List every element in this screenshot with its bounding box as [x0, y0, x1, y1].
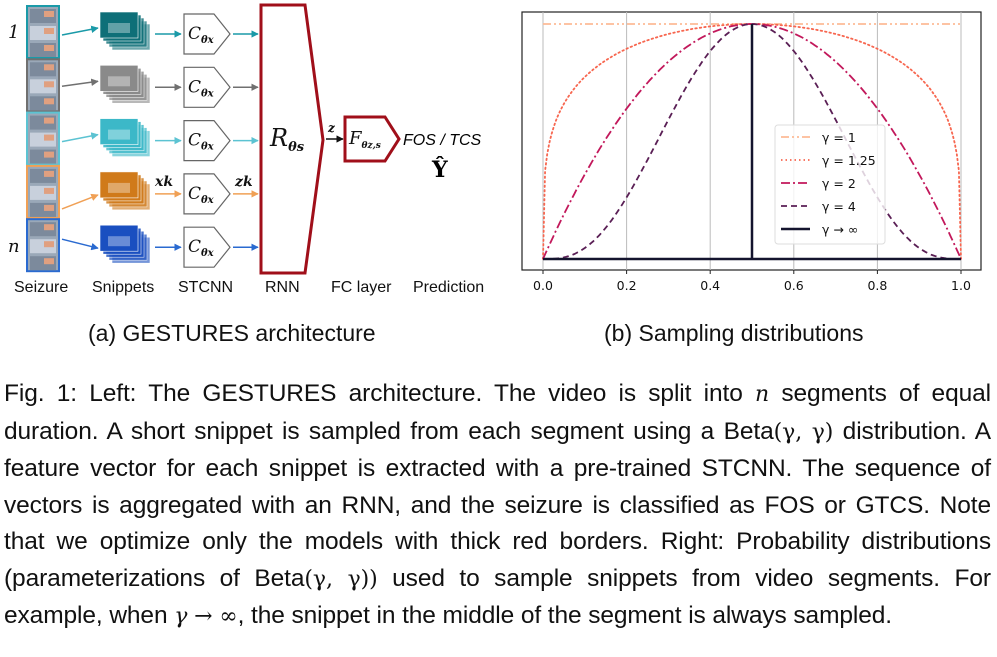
arrow	[61, 78, 99, 88]
arrow	[61, 132, 99, 143]
legend: γ = 1 γ = 1.25 γ = 2 γ = 4 γ → ∞	[774, 124, 886, 245]
legend-label: γ = 2	[822, 176, 856, 191]
seizure-segment-frame	[26, 111, 60, 166]
caption-text: segments of equal duration. A short snip…	[4, 380, 992, 445]
stcnn-block: Cθx	[183, 66, 231, 108]
x-tick-label: 0.6	[784, 278, 804, 293]
stage-label-rnn: RNN	[265, 279, 300, 296]
subcaption-a: (a) GESTURES architecture	[88, 320, 376, 346]
stage-label-snippets: Snippets	[92, 279, 154, 296]
caption-math-beta: (γ, γ)	[773, 419, 834, 445]
arrow	[61, 25, 99, 36]
stage-label-fc-layer: FC layer	[331, 279, 392, 296]
zk-label: zk	[234, 174, 253, 190]
pipeline-row: Cθx	[26, 58, 259, 113]
xk-label: xk	[154, 174, 173, 190]
x-tick-label: 0.0	[533, 278, 553, 293]
series-line-	[543, 24, 961, 261]
x-tick-label: 1.0	[951, 278, 971, 293]
pipeline-row: Cθx	[26, 111, 259, 166]
stcnn-block: Cθx	[183, 119, 231, 162]
stage-label-seizure: Seizure	[14, 279, 68, 296]
caption-math-n: n	[755, 382, 770, 407]
row-label-last: n	[8, 236, 20, 257]
caption-text: used to sample snippets from video segme…	[4, 564, 991, 630]
rnn-symbol: Rθs	[269, 124, 305, 155]
z-label: z	[327, 121, 336, 135]
rnn-block: Rθs	[259, 3, 325, 275]
pipeline-row: Cθx	[26, 218, 259, 273]
x-tick-label: 0.2	[617, 278, 637, 293]
subcaption-b: (b) Sampling distributions	[604, 320, 864, 346]
stcnn-symbol: Cθx	[188, 131, 215, 153]
caption-text: distribution. A feature vector for each …	[4, 417, 992, 592]
figure-caption: Fig. 1: Left: The GESTURES architecture.…	[4, 376, 991, 636]
arrow	[61, 238, 99, 251]
seizure-segment-frame	[26, 58, 60, 113]
stage-label-prediction: Prediction	[413, 279, 484, 296]
y-hat: Ŷ	[431, 156, 448, 183]
seizure-segment-frame	[26, 5, 60, 59]
legend-label: γ = 4	[822, 199, 856, 214]
caption-math-limit: γ → ∞	[174, 604, 238, 629]
snippet-stack	[99, 118, 151, 157]
row-label-first: 1	[8, 22, 19, 43]
series-line-1.25	[542, 23, 962, 260]
x-tick-label: 0.8	[867, 278, 887, 293]
snippet-stack	[99, 171, 151, 211]
series-line-2	[542, 23, 962, 260]
arrow	[61, 193, 99, 210]
fc-layer-block: Fθz,s	[343, 115, 401, 163]
stcnn-symbol: Cθx	[188, 184, 215, 206]
stcnn-block: Cθx	[183, 173, 231, 215]
pipeline-row: Cθx	[26, 5, 259, 59]
caption-text: , the snippet in the middle of the segme…	[237, 602, 893, 629]
seizure-segment-frame	[26, 218, 60, 273]
seizure-segment-frame	[26, 164, 60, 219]
snippet-stack	[99, 65, 151, 104]
snippet-stack	[99, 224, 151, 264]
pipeline-row: Cθx	[26, 164, 259, 219]
caption-text: Fig. 1: Left: The GESTURES architecture.…	[4, 380, 756, 407]
legend-label: γ = 1.25	[822, 153, 876, 168]
legend-label: γ = 1	[822, 130, 856, 145]
x-tick-label: 0.4	[700, 278, 720, 293]
caption-math-beta: (γ, γ))	[304, 566, 378, 592]
series-line-4	[543, 23, 961, 260]
fc-symbol: Fθz,s	[348, 128, 381, 151]
snippet-stack	[99, 11, 151, 51]
stcnn-symbol: Cθx	[188, 77, 215, 99]
prediction-text: FOS / TCS	[403, 132, 482, 149]
stcnn-symbol: Cθx	[188, 24, 215, 46]
stcnn-symbol: Cθx	[188, 237, 215, 259]
stcnn-block: Cθx	[183, 226, 231, 268]
stage-label-stcnn: STCNN	[178, 279, 233, 296]
stcnn-block: Cθx	[183, 13, 231, 55]
legend-label: γ → ∞	[822, 222, 858, 237]
plot-frame	[521, 11, 982, 271]
